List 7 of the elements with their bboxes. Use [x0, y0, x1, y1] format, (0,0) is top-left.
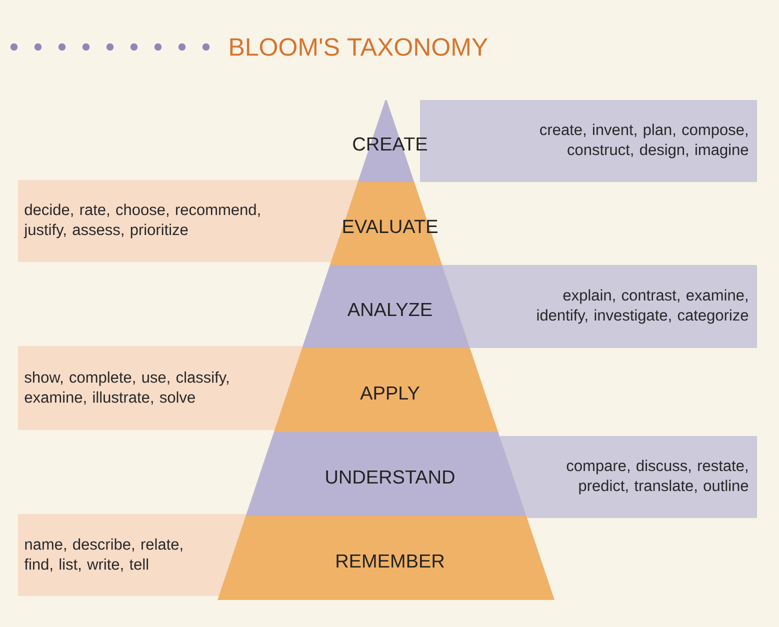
pyramid-tier: UNDERSTAND — [246, 432, 526, 516]
pyramid-tier: APPLY — [274, 348, 498, 432]
description-band: explain, contrast, examine, identify, investigate, categorize — [440, 265, 757, 348]
title: BLOOM'S TAXONOMY — [230, 38, 488, 56]
description-band: compare, discuss, restate, predict, translate, outline — [500, 436, 757, 518]
pyramid-tier: REMEMBER — [218, 516, 554, 600]
pyramid-tier: ANALYZE — [302, 265, 470, 348]
